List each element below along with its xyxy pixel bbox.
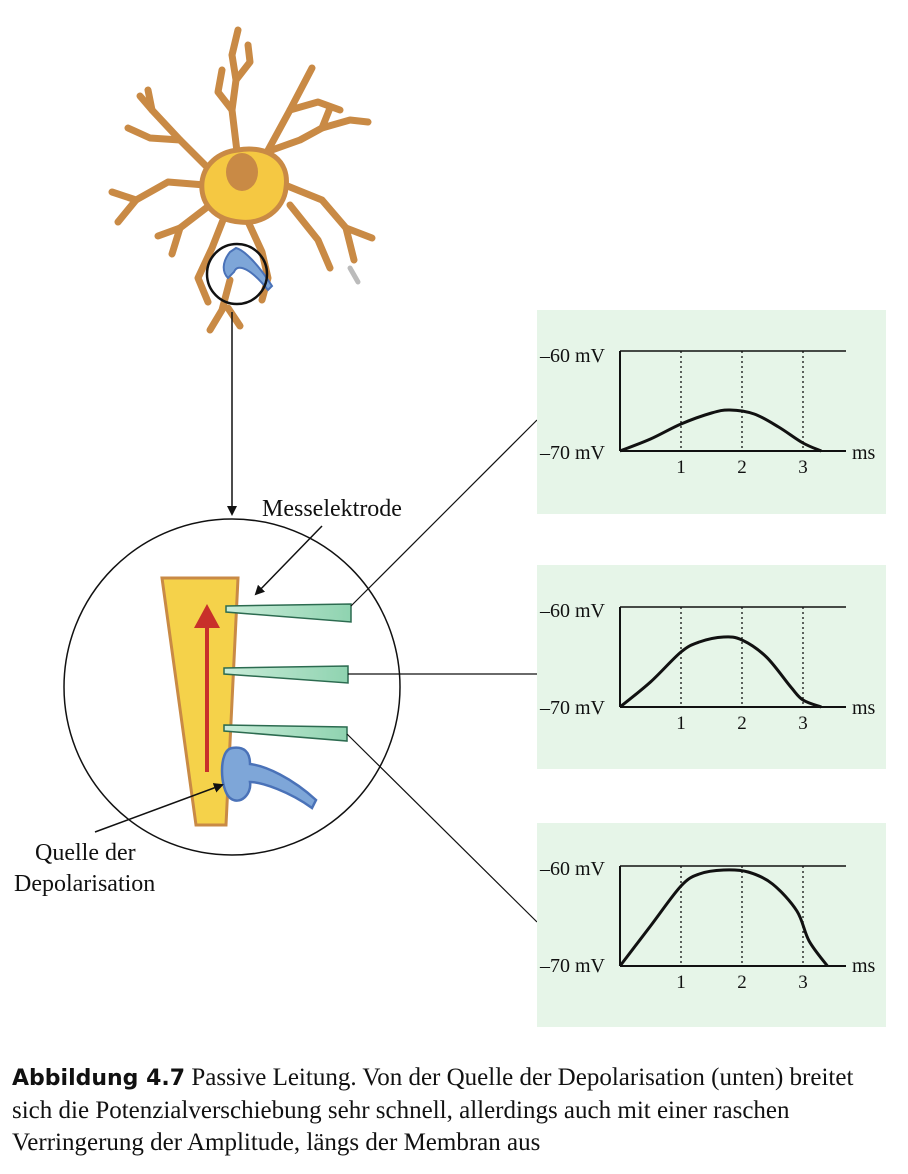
y-label-top: –60 mV bbox=[539, 345, 606, 367]
graph-background bbox=[537, 823, 886, 1027]
potential-curve bbox=[619, 635, 822, 709]
tick-labels: 1 2 3 bbox=[676, 972, 808, 993]
connector-bottom bbox=[346, 733, 538, 923]
tick-gridlines bbox=[680, 607, 804, 707]
source-label-line1: Quelle der bbox=[35, 840, 136, 866]
tick-label-3: 3 bbox=[798, 457, 808, 478]
tick-label-2: 2 bbox=[737, 457, 747, 478]
synapse-small bbox=[222, 246, 274, 292]
zoom-circle-large bbox=[63, 518, 401, 856]
synapse-large bbox=[220, 746, 318, 810]
caption-label: Abbildung 4.7 bbox=[12, 1066, 186, 1091]
zoom-circle-small bbox=[205, 242, 269, 306]
connector-top bbox=[350, 419, 538, 607]
tick-label-1: 1 bbox=[676, 972, 686, 993]
y-label-top: –60 mV bbox=[539, 858, 606, 880]
graph-panel-top: –60 mV –70 mV ms 1 2 3 bbox=[537, 310, 886, 514]
graph-panel-middle: –60 mV –70 mV ms 1 2 3 bbox=[537, 565, 886, 769]
tick-label-1: 1 bbox=[676, 713, 686, 734]
tick-label-3: 3 bbox=[798, 713, 808, 734]
potential-curve bbox=[618, 868, 829, 967]
x-unit-label: ms bbox=[852, 442, 876, 464]
potential-curve bbox=[619, 408, 822, 453]
electrode-label: Messelektrode bbox=[262, 496, 402, 522]
tick-label-1: 1 bbox=[676, 457, 686, 478]
y-label-bottom: –70 mV bbox=[539, 442, 606, 464]
tick-gridlines bbox=[680, 866, 804, 966]
graph-background bbox=[537, 565, 886, 769]
graph-panel-bottom: –60 mV –70 mV ms 1 2 3 bbox=[537, 823, 886, 1027]
tick-label-3: 3 bbox=[798, 972, 808, 993]
electrode-pointer bbox=[254, 525, 323, 596]
electrode-bottom bbox=[223, 724, 348, 742]
tick-labels: 1 2 3 bbox=[676, 457, 808, 478]
figure-canvas: Messelektrode Quelle der Depolarisation … bbox=[14, 26, 886, 1027]
tick-label-2: 2 bbox=[737, 972, 747, 993]
tick-labels: 1 2 3 bbox=[676, 713, 808, 734]
source-label-line2: Depolarisation bbox=[14, 871, 155, 897]
tick-gridlines bbox=[680, 351, 804, 451]
electrode-middle bbox=[223, 665, 349, 684]
y-label-bottom: –70 mV bbox=[539, 955, 606, 977]
y-label-bottom: –70 mV bbox=[539, 697, 606, 719]
tick-label-2: 2 bbox=[737, 713, 747, 734]
x-unit-label: ms bbox=[852, 955, 876, 977]
x-unit-label: ms bbox=[852, 697, 876, 719]
source-pointer bbox=[94, 783, 224, 833]
electrode-top bbox=[225, 603, 352, 623]
nucleus bbox=[226, 153, 258, 191]
y-label-top: –60 mV bbox=[539, 600, 606, 622]
caption-text: Passive Leitung. Von der Quelle der Depo… bbox=[12, 1064, 854, 1156]
propagation-arrow-head bbox=[194, 604, 220, 628]
figure-caption: Abbildung 4.7 Passive Leitung. Von der Q… bbox=[12, 1062, 897, 1159]
neuron-illustration bbox=[108, 26, 376, 334]
axon-segment bbox=[160, 576, 240, 827]
